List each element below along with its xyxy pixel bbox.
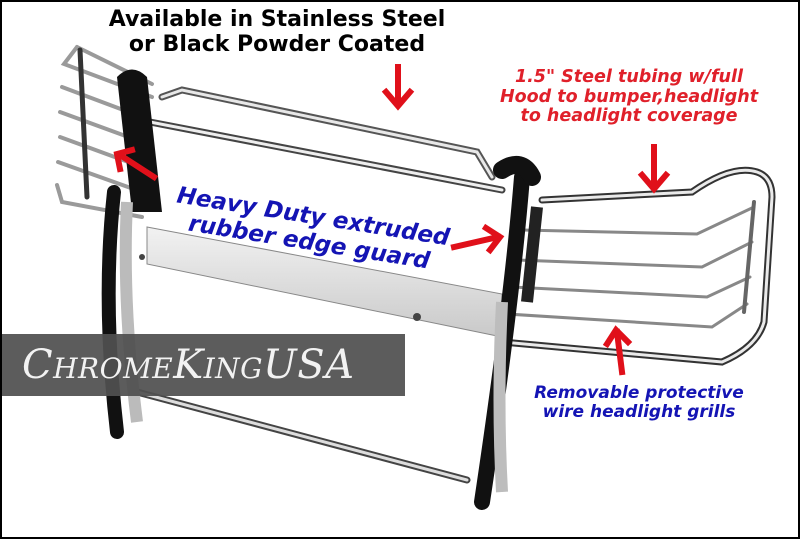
brand-logo: CHROMEKINGUSA: [22, 342, 355, 388]
bottom-bar: [133, 388, 471, 484]
tubing-callout-line: 1.5" Steel tubing w/full: [514, 67, 744, 87]
tubing-callout-line: Hood to bumper,headlight: [499, 86, 759, 107]
right-headlight-grill: [498, 166, 776, 366]
grills-callout-line: wire headlight grills: [542, 402, 736, 423]
finish-callout: Available in Stainless Steel or Black Po…: [92, 7, 462, 57]
right-rubber-edge-guard: [474, 155, 543, 510]
finish-callout-line: Available in Stainless Steel: [108, 7, 446, 32]
tubing-callout-line: to headlight coverage: [520, 106, 738, 127]
top-hoop: [146, 86, 506, 194]
grills-callout: Removable protective wire headlight gril…: [494, 383, 784, 423]
finish-callout-line: or Black Powder Coated: [128, 31, 426, 57]
logo-cap: USA: [263, 342, 355, 388]
right-edge-guard-arrow: [450, 223, 505, 255]
logo-cap: K: [173, 342, 204, 388]
tubing-arrow: [637, 144, 671, 194]
logo-small-caps: HROME: [53, 352, 174, 385]
logo-small-caps: ING: [203, 352, 264, 385]
grills-arrow: [602, 325, 633, 376]
tubing-callout: 1.5" Steel tubing w/full Hood to bumper,…: [464, 67, 794, 127]
grills-callout-line: Removable protective: [534, 383, 744, 403]
logo-cap: C: [22, 342, 54, 388]
logo-band: CHROMEKINGUSA: [2, 334, 405, 396]
finish-arrow: [381, 64, 415, 111]
left-edge-guard-arrow: [113, 146, 159, 182]
